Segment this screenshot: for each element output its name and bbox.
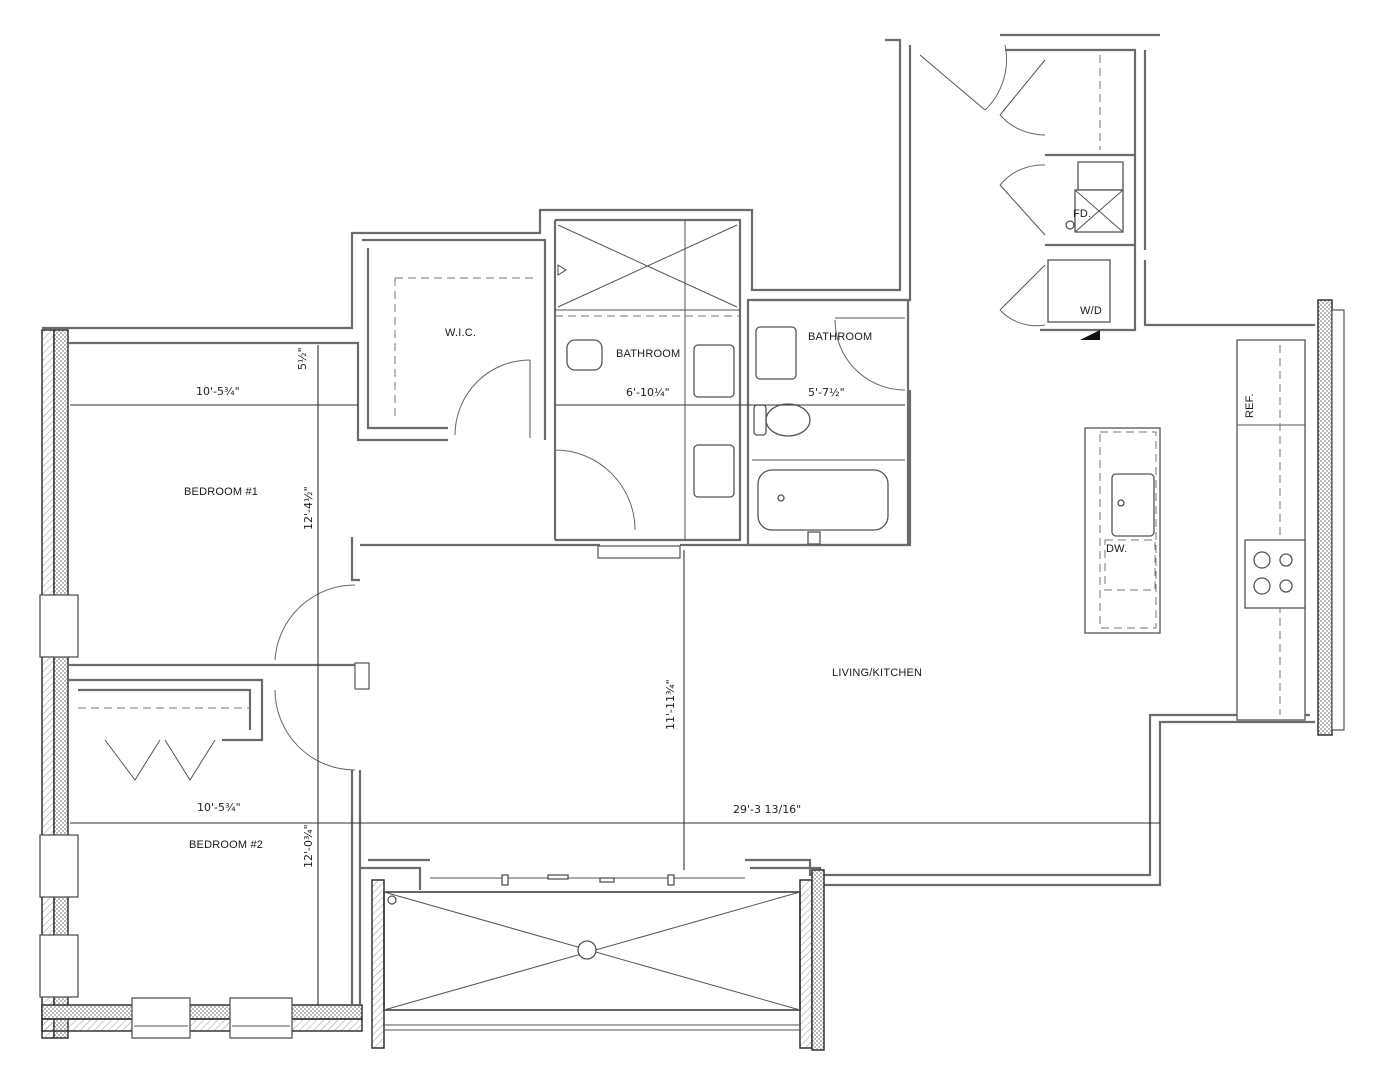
dim-bedroom-1-depth: 12'-4½" [302, 486, 315, 530]
room-label-wic: W.I.C. [445, 327, 477, 339]
room-label-bedroom-2: BEDROOM #2 [189, 839, 264, 851]
door-swings [104, 44, 1046, 781]
fixture-label-wd: W/D [1080, 305, 1102, 317]
room-label-bedroom-1: BEDROOM #1 [184, 486, 259, 498]
dim-living-width: 29'-3 13/16" [733, 803, 802, 816]
balcony [371, 869, 825, 1051]
room-label-bathroom-2: BATHROOM [808, 331, 873, 343]
bath-fixtures [566, 326, 889, 545]
dim-bathroom-2-width: 5'-7½" [808, 386, 845, 399]
exterior-wall-east [1317, 299, 1345, 736]
dim-bedroom-2-depth: 12'-0¾" [302, 824, 315, 868]
laundry-fixtures [1047, 161, 1124, 340]
dim-bedroom-1-width: 10'-5¾" [196, 385, 240, 398]
fixture-label-fd: FD. [1073, 208, 1092, 220]
interior-walls [42, 33, 1315, 1005]
fixture-label-ref: REF. [1244, 393, 1256, 418]
dimension-lines [70, 345, 1160, 1005]
exterior-wall-south [41, 997, 363, 1039]
dim-bedroom-1-offset: 5½" [296, 347, 309, 370]
room-label-bathroom-1: BATHROOM [616, 348, 681, 360]
dim-bathroom-1-width: 6'-10¼" [626, 386, 670, 399]
fixture-label-dw: DW. [1106, 543, 1128, 555]
dim-bedroom-2-width: 10'-5¾" [197, 801, 241, 814]
room-label-living-kitchen: LIVING/KITCHEN [832, 667, 923, 679]
exterior-wall-west [39, 329, 79, 1039]
dim-living-depth: 11'-11¾" [664, 679, 677, 730]
kitchen-fixtures [1084, 339, 1306, 721]
